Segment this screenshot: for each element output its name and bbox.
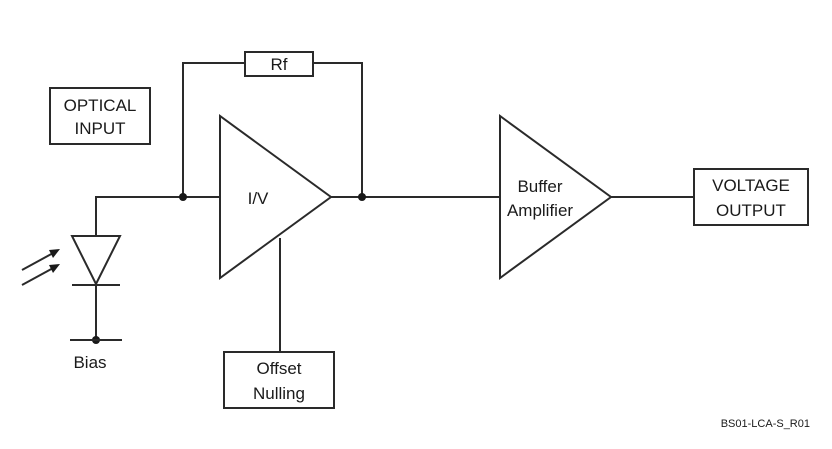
figure-code: BS01-LCA-S_R01: [721, 418, 810, 430]
optical-input-box: OPTICAL INPUT: [49, 87, 151, 145]
optical-input-label-line1: OPTICAL: [64, 96, 137, 115]
offset-nulling-label-line2: Nulling: [253, 384, 305, 403]
voltage-output-box: VOLTAGE OUTPUT: [693, 168, 809, 226]
voltage-output-label-line2: OUTPUT: [716, 201, 786, 220]
voltage-output-label-line1: VOLTAGE: [712, 176, 790, 195]
feedback-resistor: Rf: [244, 51, 314, 77]
iv-amplifier: I/V: [219, 114, 333, 280]
feedback-resistor-label: Rf: [271, 55, 288, 74]
offset-nulling-box: Offset Nulling: [223, 351, 335, 409]
bias-terminal: Bias: [70, 339, 122, 372]
photodiode-icon: [70, 235, 122, 287]
buffer-amplifier: Buffer Amplifier: [499, 114, 613, 280]
bias-label: Bias: [73, 353, 106, 372]
light-arrows-icon: [21, 249, 60, 286]
offset-nulling-label-line1: Offset: [256, 359, 301, 378]
buffer-amplifier-label-line1: Buffer: [517, 177, 562, 196]
photodiode-anode-wire: [95, 196, 220, 236]
iv-amplifier-label: I/V: [248, 189, 269, 208]
junction-dot-input: [179, 193, 187, 201]
wiring: [95, 62, 694, 352]
feedback-wire: [182, 62, 363, 197]
optical-input-label-line2: INPUT: [75, 119, 126, 138]
buffer-amplifier-label-line2: Amplifier: [507, 201, 573, 220]
junction-dot-output: [358, 193, 366, 201]
